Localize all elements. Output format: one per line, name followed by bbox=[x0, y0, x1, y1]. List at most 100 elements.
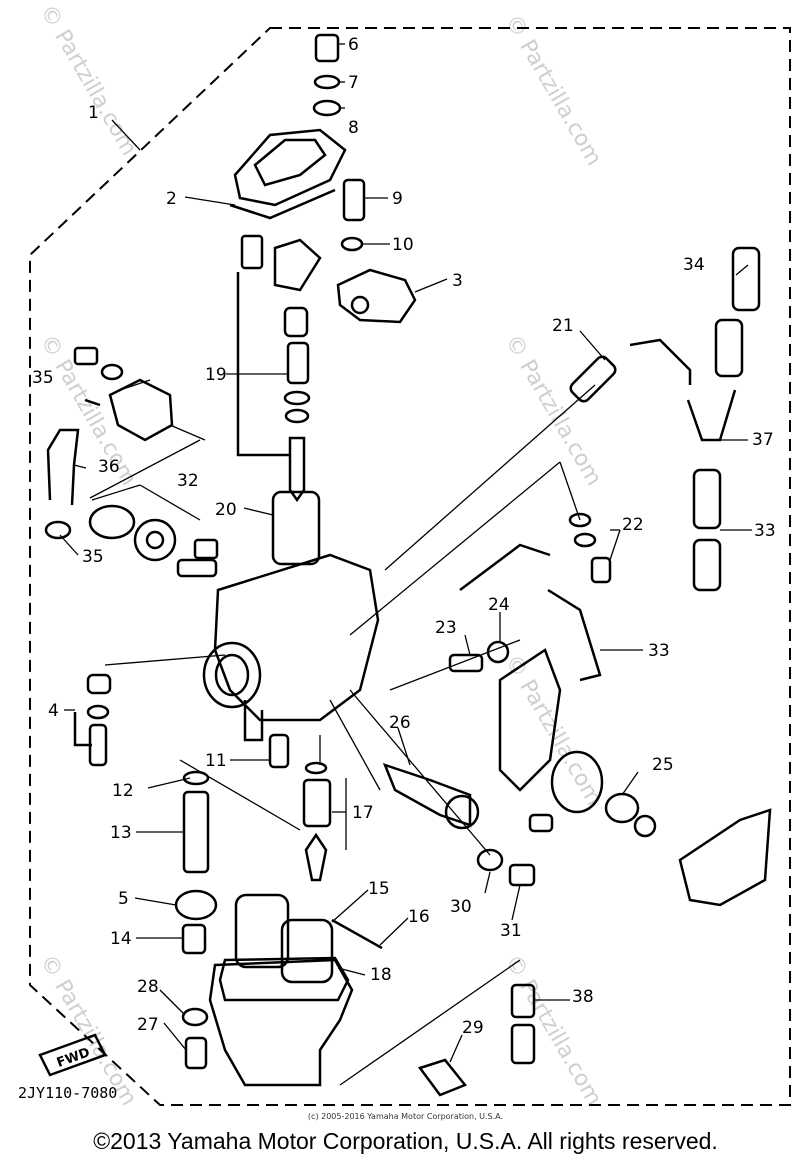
callout-labels: 1 2 3 4 5 6 7 8 9 10 11 12 13 14 15 16 1… bbox=[32, 35, 776, 1038]
main-jet-part bbox=[181, 923, 207, 955]
hose-part bbox=[569, 355, 617, 403]
callout-label: 18 bbox=[370, 965, 392, 985]
drain-fitting-part bbox=[417, 1058, 468, 1097]
callout-label: 38 bbox=[572, 987, 594, 1007]
throttle-lever-part bbox=[678, 808, 772, 907]
gasket-part bbox=[229, 188, 336, 220]
spring-part bbox=[550, 750, 604, 814]
lever-plate-part bbox=[498, 648, 562, 792]
hose-part bbox=[629, 338, 692, 385]
holder-part bbox=[286, 341, 310, 385]
float-part bbox=[280, 918, 334, 984]
body-leg-part bbox=[243, 700, 264, 742]
callout-label: 23 bbox=[435, 618, 457, 638]
callout-label: 11 bbox=[205, 751, 227, 771]
callout-label: 34 bbox=[683, 255, 705, 275]
o-ring-part bbox=[568, 512, 592, 528]
group-bracket-4 bbox=[73, 712, 92, 747]
callout-label: 6 bbox=[348, 35, 359, 55]
screw-part bbox=[528, 813, 554, 833]
washer-part bbox=[313, 74, 341, 90]
hose-part bbox=[714, 318, 744, 378]
callout-label: 30 bbox=[450, 897, 472, 917]
tube-part bbox=[510, 1023, 536, 1065]
throttle-stop-part bbox=[336, 268, 417, 324]
washer-part bbox=[181, 1007, 209, 1027]
tube-part bbox=[510, 983, 536, 1019]
callout-label: 35 bbox=[82, 547, 104, 567]
callout-label: 10 bbox=[392, 235, 414, 255]
screw-part bbox=[176, 558, 218, 578]
callout-label: 32 bbox=[177, 471, 199, 491]
fwd-arrow-icon bbox=[38, 1033, 107, 1077]
needle-part bbox=[288, 436, 306, 503]
float-part bbox=[234, 893, 290, 969]
screw-part bbox=[590, 556, 612, 584]
callout-label: 7 bbox=[348, 73, 359, 93]
watermark: © Partzilla.com bbox=[500, 951, 607, 1111]
screw-part bbox=[508, 863, 536, 887]
diaphragm-center bbox=[145, 530, 165, 550]
callout-label: 35 bbox=[32, 368, 54, 388]
washer-part bbox=[340, 236, 364, 252]
callout-label: 37 bbox=[752, 430, 774, 450]
intake-part bbox=[202, 641, 262, 709]
callout-label: 9 bbox=[392, 189, 403, 209]
clip-part bbox=[283, 390, 311, 406]
part-drawings bbox=[38, 33, 772, 1097]
drain-screw-part bbox=[184, 1036, 208, 1070]
callout-label: 33 bbox=[754, 521, 776, 541]
screw-part bbox=[240, 234, 264, 270]
needle-valve-tip-part bbox=[304, 832, 328, 882]
part-code: 2JY110-7080 bbox=[18, 1084, 118, 1102]
o-ring-part bbox=[86, 704, 110, 720]
callout-label: 27 bbox=[137, 1015, 159, 1035]
washer-part bbox=[100, 363, 124, 381]
callout-label: 5 bbox=[118, 889, 129, 909]
needle-valve-part bbox=[302, 778, 332, 828]
hose-part bbox=[459, 543, 551, 591]
intake-inner-part bbox=[214, 653, 250, 697]
throttle-valve-part bbox=[271, 490, 321, 566]
small-copyright: (c) 2005-2016 Yamaha Motor Corporation, … bbox=[307, 1112, 504, 1121]
float-bowl-part bbox=[208, 958, 354, 1087]
diaphragm-part bbox=[133, 518, 177, 562]
hose-part bbox=[547, 588, 602, 682]
plate-part bbox=[273, 238, 322, 292]
callout-label: 14 bbox=[110, 929, 132, 949]
o-ring-part bbox=[573, 532, 597, 548]
callout-label: 31 bbox=[500, 921, 522, 941]
watermark: © Partzilla.com bbox=[35, 1, 142, 161]
nut-part bbox=[486, 640, 510, 664]
callout-label: 21 bbox=[552, 316, 574, 336]
callout-label: 22 bbox=[622, 515, 644, 535]
callout-label: 4 bbox=[48, 701, 59, 721]
washer-part bbox=[476, 848, 504, 872]
clip-part bbox=[44, 520, 72, 540]
gasket-part bbox=[218, 956, 350, 1002]
screw-part bbox=[73, 346, 99, 366]
callout-label: 15 bbox=[368, 879, 390, 899]
watermark: © Partzilla.com bbox=[500, 331, 607, 491]
washer-part bbox=[633, 814, 657, 838]
washer-part bbox=[174, 889, 218, 921]
group-bracket-19 bbox=[236, 272, 290, 457]
hose-part bbox=[731, 246, 761, 312]
callout-label: 26 bbox=[389, 713, 411, 733]
o-ring-part bbox=[182, 770, 210, 786]
knob-part bbox=[444, 794, 480, 830]
spring-part bbox=[88, 504, 136, 540]
leader-lines bbox=[59, 43, 752, 1086]
callout-label: 36 bbox=[98, 457, 120, 477]
float-pin-part bbox=[331, 918, 383, 950]
spring-part bbox=[283, 306, 309, 338]
callout-label: 1 bbox=[88, 103, 99, 123]
callout-label: 13 bbox=[110, 823, 132, 843]
callout-label: 17 bbox=[352, 803, 374, 823]
washer-part bbox=[312, 99, 342, 117]
pilot-screw-part bbox=[88, 723, 108, 767]
y-joint-part bbox=[686, 389, 737, 442]
washer-part bbox=[604, 792, 640, 824]
callout-label: 16 bbox=[408, 907, 430, 927]
